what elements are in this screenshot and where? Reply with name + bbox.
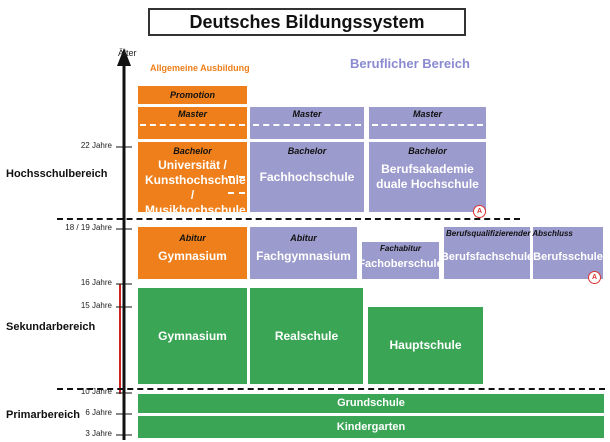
- kindergarten-label: Kindergarten: [336, 420, 406, 433]
- fachabitur-label: Fachabitur: [380, 244, 421, 253]
- master-box-ba: Master: [369, 107, 486, 139]
- marker-a-icon: A: [473, 205, 486, 218]
- master-box-fh: Master: [250, 107, 364, 139]
- abitur-label: Abitur: [179, 233, 206, 243]
- gymnasium-lower-label: Gymnasium: [158, 328, 227, 343]
- axis-label: Älter: [118, 48, 137, 58]
- tick-label: 16 Jahre: [80, 278, 112, 287]
- divider: [140, 124, 245, 126]
- abitur-label: Abitur: [290, 233, 317, 243]
- hauptschule-label: Hauptschule: [389, 338, 462, 352]
- tick-label: 6 Jahre: [85, 408, 112, 417]
- fachoberschule-box: Fachabitur Fachoberschule: [358, 242, 443, 279]
- section-higher: Hochsschulbereich: [6, 168, 108, 180]
- age-axis: [116, 48, 132, 440]
- divider: [228, 192, 245, 194]
- kindergarten-box: Kindergarten: [138, 416, 604, 438]
- promotion-box: Promotion: [138, 86, 247, 104]
- master-label: Master: [412, 109, 442, 119]
- tick-label: 3 Jahre: [85, 429, 112, 438]
- fachgymnasium-box: Abitur Fachgymnasium: [250, 227, 357, 279]
- master-box-general: Master: [138, 107, 247, 139]
- tick-label: 10 Jahre: [80, 387, 112, 396]
- gymnasium-upper-box: Abitur Gymnasium: [138, 227, 247, 279]
- berufsfachschule-label: Berufsfachschule: [440, 250, 534, 263]
- header-vocational: Beruflicher Bereich: [350, 56, 470, 71]
- berufsakademie-box: Bachelor Berufsakademie duale Hochschule: [369, 142, 486, 212]
- divider: [228, 176, 245, 178]
- tick-label: 22 Jahre: [80, 141, 112, 150]
- bachelor-label: Bachelor: [287, 146, 327, 156]
- header-general: Allgemeine Ausbildung: [150, 63, 250, 73]
- section-secondary: Sekundarbereich: [6, 321, 96, 333]
- divider: [253, 124, 361, 126]
- tick-label: 15 Jahre: [80, 301, 112, 310]
- promotion-label: Promotion: [170, 90, 215, 100]
- berufsschule-label: Berufsschule: [533, 250, 603, 263]
- page-title: Deutsches Bildungssystem: [148, 8, 466, 36]
- berufsakademie-label: Berufsakademie duale Hochschule: [376, 162, 479, 191]
- berufsschule-box: Berufsschule: [533, 227, 603, 279]
- berufsqualifizierender-label: Berufsqualifizierender Abschluss: [446, 229, 573, 238]
- divider: [372, 124, 483, 126]
- university-label: Universität / Kunsthochschule / Musikhoc…: [145, 158, 246, 217]
- bachelor-label: Bachelor: [408, 146, 447, 156]
- grundschule-label: Grundschule: [337, 397, 405, 409]
- boundary-secondary-primary: [57, 388, 605, 390]
- realschule-label: Realschule: [274, 328, 339, 343]
- grundschule-box: Grundschule: [138, 394, 604, 413]
- axis-arrow-icon: [117, 48, 131, 66]
- master-label: Master: [292, 109, 322, 119]
- gymnasium-upper-label: Gymnasium: [158, 249, 227, 263]
- hauptschule-box: Hauptschule: [368, 307, 483, 384]
- section-primary: Primarbereich: [6, 409, 80, 421]
- fachgymnasium-label: Fachgymnasium: [256, 249, 351, 263]
- boundary-higher-secondary: [57, 218, 520, 220]
- berufsfachschule-box: Berufsfachschule: [440, 227, 534, 279]
- gymnasium-lower-box: Gymnasium: [138, 288, 247, 384]
- bachelor-label: Bachelor: [173, 146, 212, 156]
- realschule-box: Realschule: [250, 288, 363, 384]
- fachoberschule-label: Fachoberschule: [358, 258, 443, 270]
- tick-label: 18 / 19 Jahre: [65, 223, 112, 232]
- master-label: Master: [177, 109, 207, 119]
- marker-a-icon: A: [588, 271, 601, 284]
- fachhochschule-label: Fachhochschule: [259, 170, 355, 184]
- fachhochschule-box: Bachelor Fachhochschule: [250, 142, 364, 212]
